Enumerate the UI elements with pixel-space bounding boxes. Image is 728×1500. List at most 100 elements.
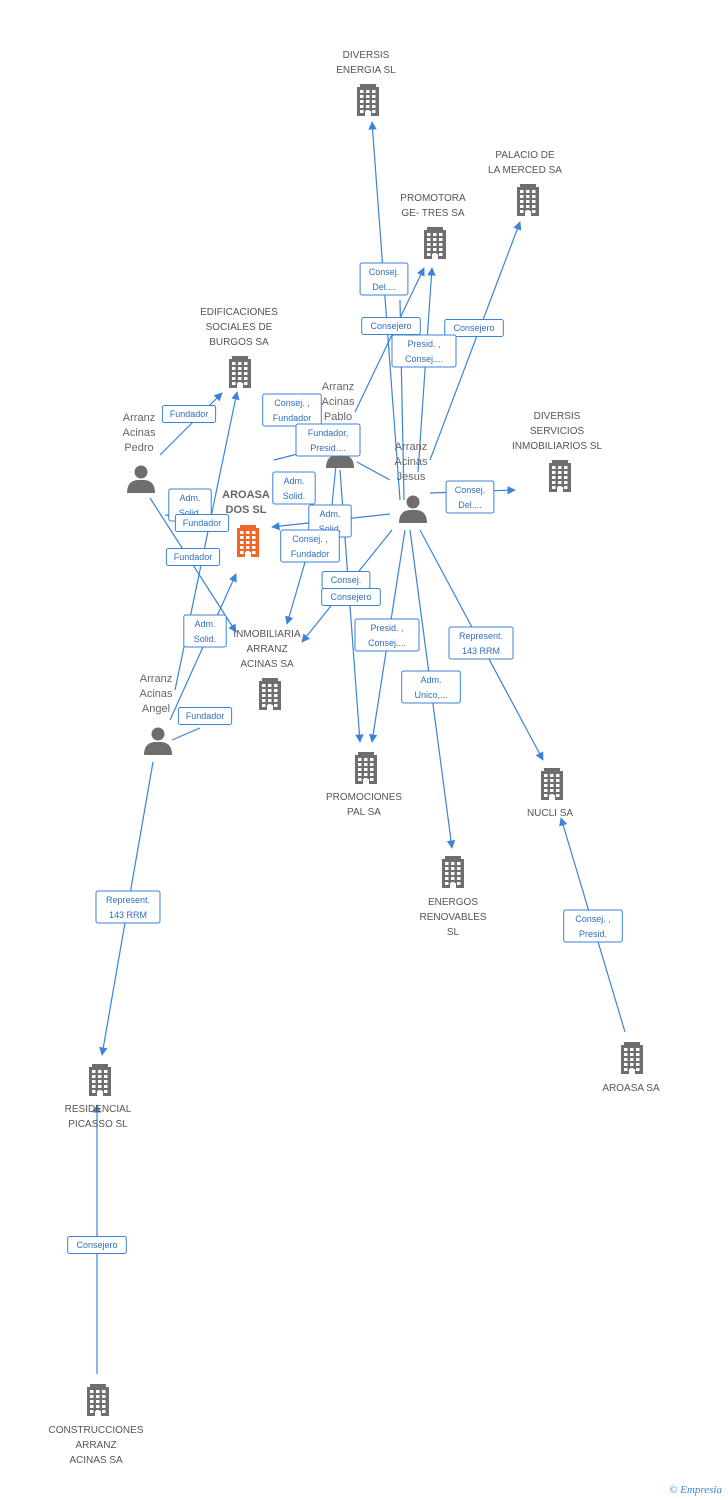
relation-label[interactable]: Fundador,Presid.... — [295, 423, 361, 457]
relation-label-box — [177, 707, 233, 725]
relation-label-text: 143 RRM — [109, 910, 147, 920]
edge-line — [417, 267, 436, 473]
relation-label[interactable]: Consejero — [67, 1236, 127, 1254]
relation-label[interactable]: Consej. ,Fundador — [262, 393, 322, 427]
building-icon — [89, 1064, 111, 1096]
building-icon — [517, 184, 539, 216]
relation-label-box — [272, 471, 316, 505]
company-name: LA MERCED SA — [488, 165, 562, 176]
relation-label-text: Consejero — [76, 1240, 117, 1250]
relation-label[interactable]: Consej. ,Presid. — [563, 909, 623, 943]
company-node-aroasa[interactable]: AROASA SA — [602, 1042, 660, 1094]
relation-label[interactable]: Fundador — [174, 514, 230, 532]
building-icon — [442, 856, 464, 888]
footer-brand[interactable]: © Empresia — [669, 1484, 722, 1496]
building-icon — [424, 227, 446, 259]
relation-label-text: Solid. — [179, 508, 202, 518]
relation-label-box — [183, 614, 227, 648]
relation-label-text: Consejero — [330, 592, 371, 602]
copyright-icon: © — [669, 1484, 678, 1496]
edge-line — [354, 267, 425, 413]
building-icon — [259, 678, 281, 710]
person-name: Acinas — [321, 396, 355, 408]
person-name: Arranz — [322, 381, 354, 393]
relation-label[interactable]: Fundador — [161, 405, 217, 423]
relation-label-text: Consej.... — [405, 354, 443, 364]
relation-label[interactable]: Fundador — [165, 548, 221, 566]
relation-label-box — [361, 317, 421, 335]
building-icon — [87, 1384, 109, 1416]
company-name: INMOBILIARIA — [233, 629, 301, 640]
company-name: EDIFICACIONES — [200, 307, 278, 318]
relation-label-text: Consej.... — [368, 638, 406, 648]
relation-label[interactable]: Consej. ,Fundador — [280, 529, 340, 563]
relation-label-text: Consej. , — [575, 914, 611, 924]
edge-line — [159, 392, 223, 456]
company-name: AROASA — [222, 489, 270, 501]
relation-label[interactable]: Presid. ,Consej.... — [391, 334, 457, 368]
company-name: ARRANZ — [75, 1440, 116, 1451]
relation-label-text: Presid. , — [370, 623, 403, 633]
relation-label-text: Adm. — [194, 619, 215, 629]
company-name: DIVERSIS — [534, 411, 581, 422]
person-icon — [144, 727, 172, 755]
company-name: INMOBILIARIOS SL — [512, 441, 602, 452]
relation-label-text: Adm. — [420, 675, 441, 685]
relation-label[interactable]: Fundador — [177, 707, 233, 725]
relation-label-text: Adm. — [179, 493, 200, 503]
relation-label-text: Adm. — [283, 476, 304, 486]
relation-label-text: Consej. — [455, 485, 486, 495]
company-name: SOCIALES DE — [206, 322, 273, 333]
relation-label[interactable]: Consej. Del.... — [445, 480, 495, 514]
person-name: Arranz — [395, 441, 427, 453]
person-name: Angel — [142, 703, 170, 715]
relation-label-text: Fundador — [183, 518, 222, 528]
relation-label[interactable]: Represent.143 RRM — [95, 890, 161, 924]
relation-label[interactable]: Consejero — [444, 319, 504, 337]
building-icon — [541, 768, 563, 800]
relation-label[interactable]: Consejero — [361, 317, 421, 335]
relation-label[interactable]: Adm.Unico,... — [401, 670, 461, 704]
relation-label[interactable]: Represent.143 RRM — [448, 626, 514, 660]
relation-label-text: Fundador — [170, 409, 209, 419]
relation-label[interactable]: Consej.Del.... — [359, 262, 409, 296]
person-icon — [399, 495, 427, 523]
relation-label-box — [174, 514, 230, 532]
edge-line — [429, 221, 522, 461]
relation-label[interactable]: Consej. — [321, 571, 371, 589]
relation-label[interactable]: Presid. , Consej.... — [354, 618, 420, 652]
relation-label-box — [165, 548, 221, 566]
person-name: Jesus — [397, 471, 426, 483]
relation-label-box — [445, 480, 495, 514]
brand-name: Empresia — [680, 1484, 722, 1496]
relation-label[interactable]: Adm.Solid. — [183, 614, 227, 648]
building-icon — [357, 84, 379, 116]
company-name: RESIDENCIAL — [65, 1104, 132, 1115]
company-name: ENERGIA SL — [336, 65, 396, 76]
relation-label-text: Del.... — [458, 500, 482, 510]
person-name: Arranz — [123, 412, 155, 424]
relation-label[interactable]: Adm.Solid. — [272, 471, 316, 505]
company-name: CONSTRUCCIONES — [48, 1425, 143, 1436]
relation-label-text: 143 RRM — [462, 646, 500, 656]
company-name: PROMOCIONES — [326, 792, 402, 803]
relation-label[interactable]: Consejero — [321, 588, 381, 606]
company-node-nucli[interactable]: NUCLI SA — [527, 768, 573, 819]
relation-label-box — [444, 319, 504, 337]
relation-label-text: Fundador — [273, 413, 312, 423]
